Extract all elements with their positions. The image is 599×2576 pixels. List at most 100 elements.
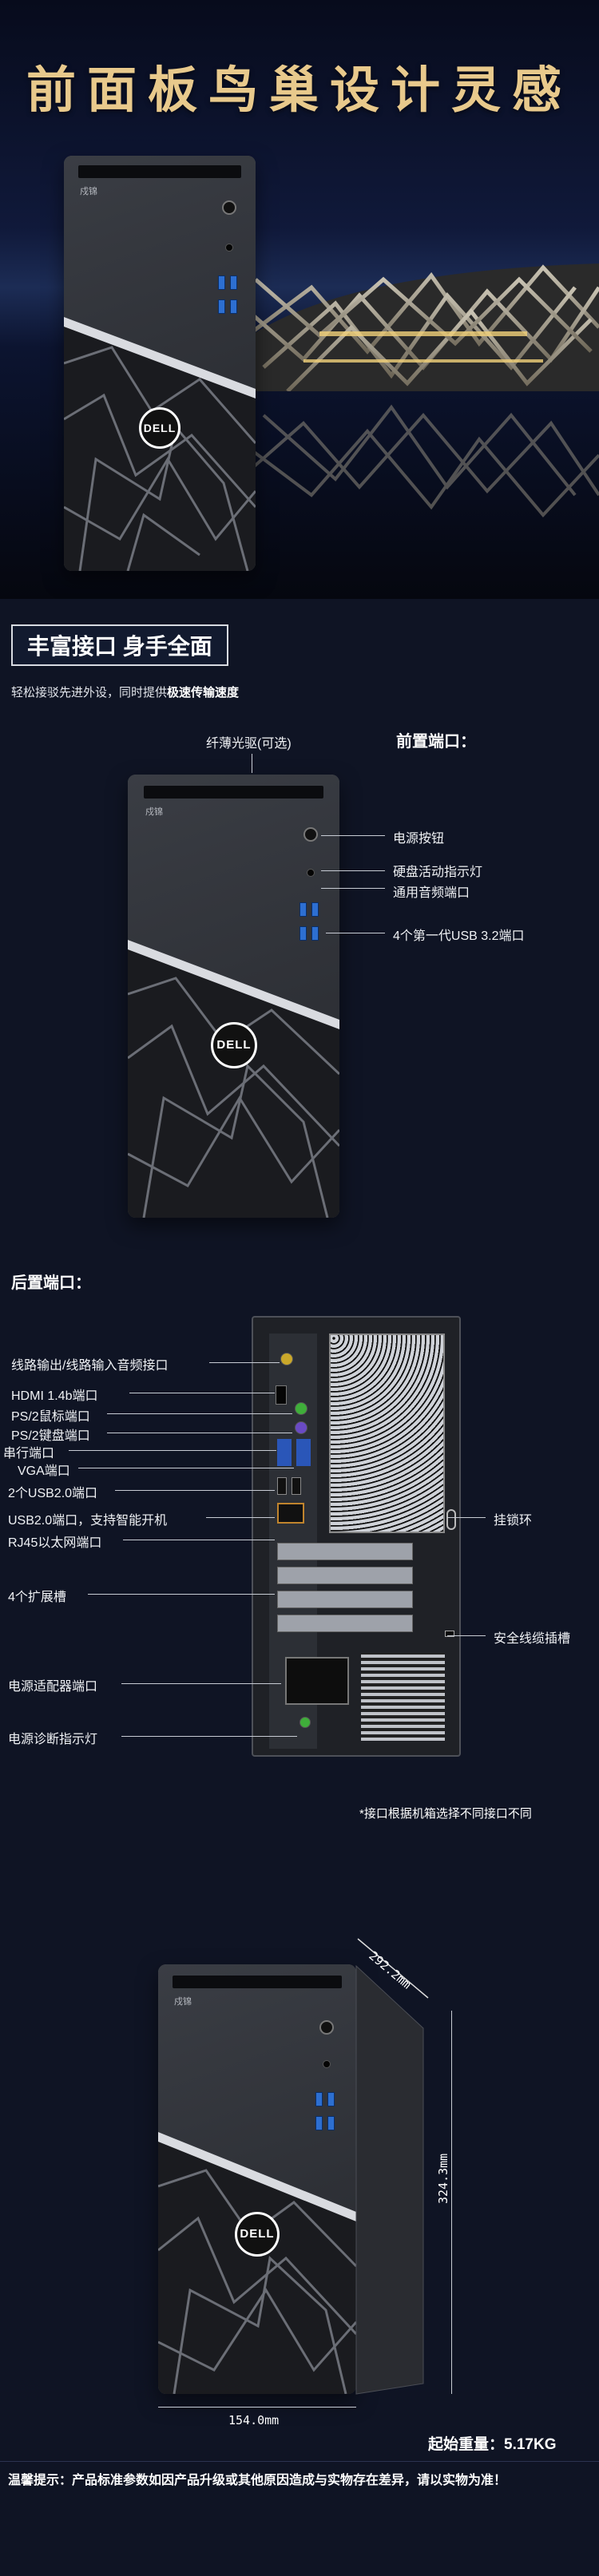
usb-port xyxy=(315,2116,323,2130)
hdmi-port xyxy=(276,1385,287,1405)
height-dimension-line xyxy=(451,2011,452,2394)
hero-title: 前面板鸟巢设计灵感 xyxy=(26,61,573,119)
leader-line xyxy=(115,1490,275,1491)
expansion-slot xyxy=(277,1567,413,1584)
rear-port-label: 线路输出/线路输入音频接口 xyxy=(11,1359,169,1373)
ethernet-port xyxy=(277,1503,304,1524)
section-tag: 丰富接口 身手全面 xyxy=(11,624,228,666)
optical-drive-label: 纤薄光驱(可选) xyxy=(206,737,292,751)
leader-line xyxy=(321,870,385,871)
padlock-ring xyxy=(446,1509,456,1530)
expansion-slot xyxy=(277,1543,413,1560)
dimension-tower: 戍锦 DELL xyxy=(158,1964,356,2394)
usb2-port xyxy=(277,1477,287,1495)
birds-nest-stadium-image xyxy=(240,264,599,391)
vga-port xyxy=(296,1439,311,1466)
usb-port xyxy=(300,902,307,917)
audio-jack xyxy=(323,2060,331,2068)
usb-port xyxy=(230,275,237,290)
rear-panel-tower xyxy=(252,1316,461,1757)
power-button xyxy=(303,827,318,842)
stadium-reflection xyxy=(240,404,599,518)
dell-logo: DELL xyxy=(235,2212,280,2257)
brand-mark: 戍锦 xyxy=(80,187,97,196)
power-connector xyxy=(285,1657,349,1705)
audio-jack xyxy=(225,244,233,252)
usb-port xyxy=(218,275,225,290)
leader-line xyxy=(107,1413,292,1414)
front-ports-tower: 戍锦 DELL xyxy=(128,775,339,1218)
dell-logo: DELL xyxy=(139,407,180,449)
leader-line xyxy=(447,1635,486,1636)
tower-side-panel xyxy=(355,1964,424,2395)
front-panel-tower: 戍锦 DELL xyxy=(64,156,256,571)
usb-port xyxy=(327,2092,335,2106)
front-port-label: 硬盘活动指示灯 xyxy=(393,866,483,879)
audio-jack xyxy=(307,869,315,877)
height-dimension: 324.3mm xyxy=(436,2153,450,2204)
rear-port-label: 串行端口 xyxy=(3,1447,55,1460)
rear-port-label: PS/2键盘端口 xyxy=(11,1429,90,1443)
usb-port xyxy=(311,926,319,941)
brand-mark: 戍锦 xyxy=(145,807,163,817)
section-subtitle: 轻松接驳先进外设，同时提供极速传输速度 xyxy=(11,684,239,700)
rear-port-label: 2个USB2.0端口 xyxy=(8,1487,98,1500)
port-note: *接口根据机箱选择不同接口不同 xyxy=(359,1807,532,1821)
rear-port-label-right: 挂锁环 xyxy=(494,1514,533,1528)
expansion-slot xyxy=(277,1615,413,1632)
leader-line xyxy=(321,888,385,889)
expansion-slot xyxy=(277,1591,413,1608)
dell-logo: DELL xyxy=(211,1022,257,1068)
usb-port xyxy=(230,299,237,314)
usb2-port xyxy=(292,1477,301,1495)
depth-dimension-line xyxy=(357,1938,429,1999)
rear-port-label: 电源诊断指示灯 xyxy=(8,1733,98,1746)
subtitle-text: 轻松接驳先进外设，同时提供 xyxy=(11,686,168,699)
rear-ports-heading: 后置端口： xyxy=(11,1274,91,1292)
usb-port xyxy=(327,2116,335,2130)
rear-port-label: USB2.0端口，支持智能开机 xyxy=(8,1514,168,1528)
starting-weight: 起始重量：5.17KG xyxy=(428,2436,557,2453)
rear-port-label: RJ45以太网端口 xyxy=(8,1536,102,1550)
rear-port-label: HDMI 1.4b端口 xyxy=(11,1389,98,1403)
serial-port xyxy=(277,1439,292,1466)
warm-tip: 温馨提示：产品标准参数如因产品升级或其他原因造成与实物存在差异，请以实物为准！ xyxy=(8,2474,507,2487)
optical-drive-slot xyxy=(78,165,241,178)
usb-port xyxy=(315,2092,323,2106)
power-button xyxy=(222,200,236,215)
subtitle-emphasis: 极速传输速度 xyxy=(167,686,240,699)
width-dimension: 154.0mm xyxy=(228,2413,280,2427)
audio-jack xyxy=(280,1353,293,1365)
usb-port xyxy=(300,926,307,941)
front-port-label: 4个第一代USB 3.2端口 xyxy=(393,929,525,943)
leader-line xyxy=(321,835,385,836)
exhaust-grille xyxy=(329,1334,445,1533)
width-dimension-line xyxy=(158,2407,356,2408)
leader-line xyxy=(88,1594,275,1595)
front-port-label: 通用音频端口 xyxy=(393,886,470,900)
front-port-label: 电源按钮 xyxy=(393,832,445,846)
ps2-keyboard-port xyxy=(295,1421,307,1434)
leader-line xyxy=(121,1683,281,1684)
psu-grille xyxy=(361,1653,445,1741)
birds-nest-mesh-panel xyxy=(128,940,339,1218)
divider xyxy=(0,2461,599,2462)
optical-drive-slot xyxy=(144,786,323,799)
ps2-mouse-port xyxy=(295,1402,307,1415)
leader-line xyxy=(121,1736,297,1737)
hero-banner: 前面板鸟巢设计灵感 戍锦 xyxy=(0,0,599,599)
brand-mark: 戍锦 xyxy=(174,1997,192,2007)
birds-nest-mesh-panel xyxy=(158,2132,356,2394)
rear-port-label-right: 安全线缆插槽 xyxy=(494,1632,571,1646)
leader-line xyxy=(209,1362,280,1363)
diagnostic-led xyxy=(300,1717,311,1728)
security-slot xyxy=(445,1631,454,1637)
usb-port xyxy=(311,902,319,917)
rear-port-label: VGA端口 xyxy=(18,1464,70,1478)
power-button xyxy=(319,2020,334,2035)
optical-drive-slot xyxy=(173,1976,342,1988)
rear-port-label: PS/2鼠标端口 xyxy=(11,1410,90,1424)
leader-line xyxy=(69,1450,276,1451)
leader-line xyxy=(447,1517,486,1518)
rear-port-label: 电源适配器端口 xyxy=(8,1680,98,1694)
